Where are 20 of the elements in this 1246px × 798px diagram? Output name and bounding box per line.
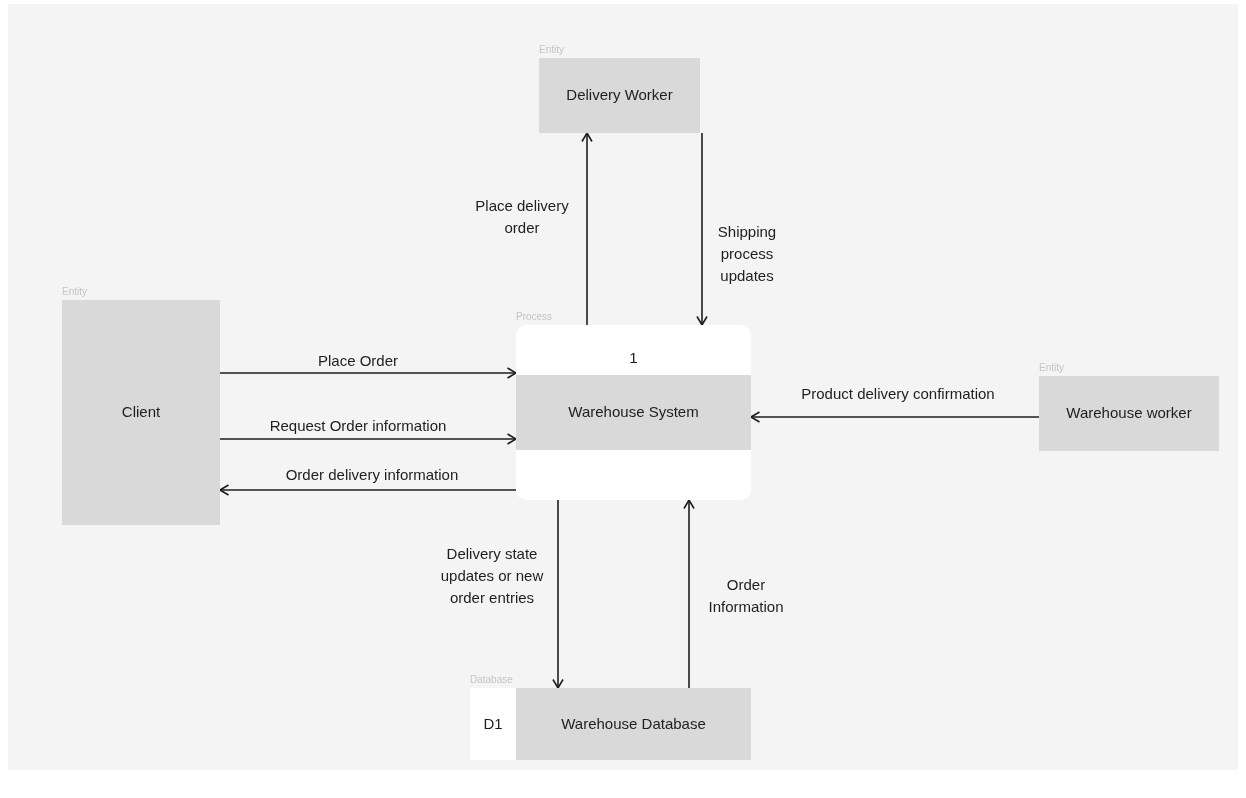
arrow bbox=[552, 499, 564, 689]
data-store-box bbox=[470, 688, 751, 760]
store-id: D1 bbox=[482, 715, 504, 732]
arrow bbox=[750, 411, 1040, 423]
entity-name: Delivery Worker bbox=[565, 85, 674, 103]
entity-name: Warehouse worker bbox=[1065, 403, 1193, 421]
entity-box bbox=[539, 58, 700, 133]
arrow bbox=[219, 484, 517, 496]
arrow bbox=[683, 499, 695, 689]
process-name: Warehouse System bbox=[567, 403, 700, 420]
arrow bbox=[581, 132, 593, 326]
process-box bbox=[516, 325, 751, 500]
process-number: 1 bbox=[628, 349, 639, 366]
entity-box bbox=[62, 300, 220, 525]
arrow bbox=[219, 367, 517, 379]
arrow bbox=[219, 433, 517, 445]
store-name: Warehouse Database bbox=[560, 715, 707, 732]
entity-box bbox=[1039, 376, 1219, 451]
entity-name: Client bbox=[120, 402, 162, 420]
arrow bbox=[696, 132, 708, 326]
